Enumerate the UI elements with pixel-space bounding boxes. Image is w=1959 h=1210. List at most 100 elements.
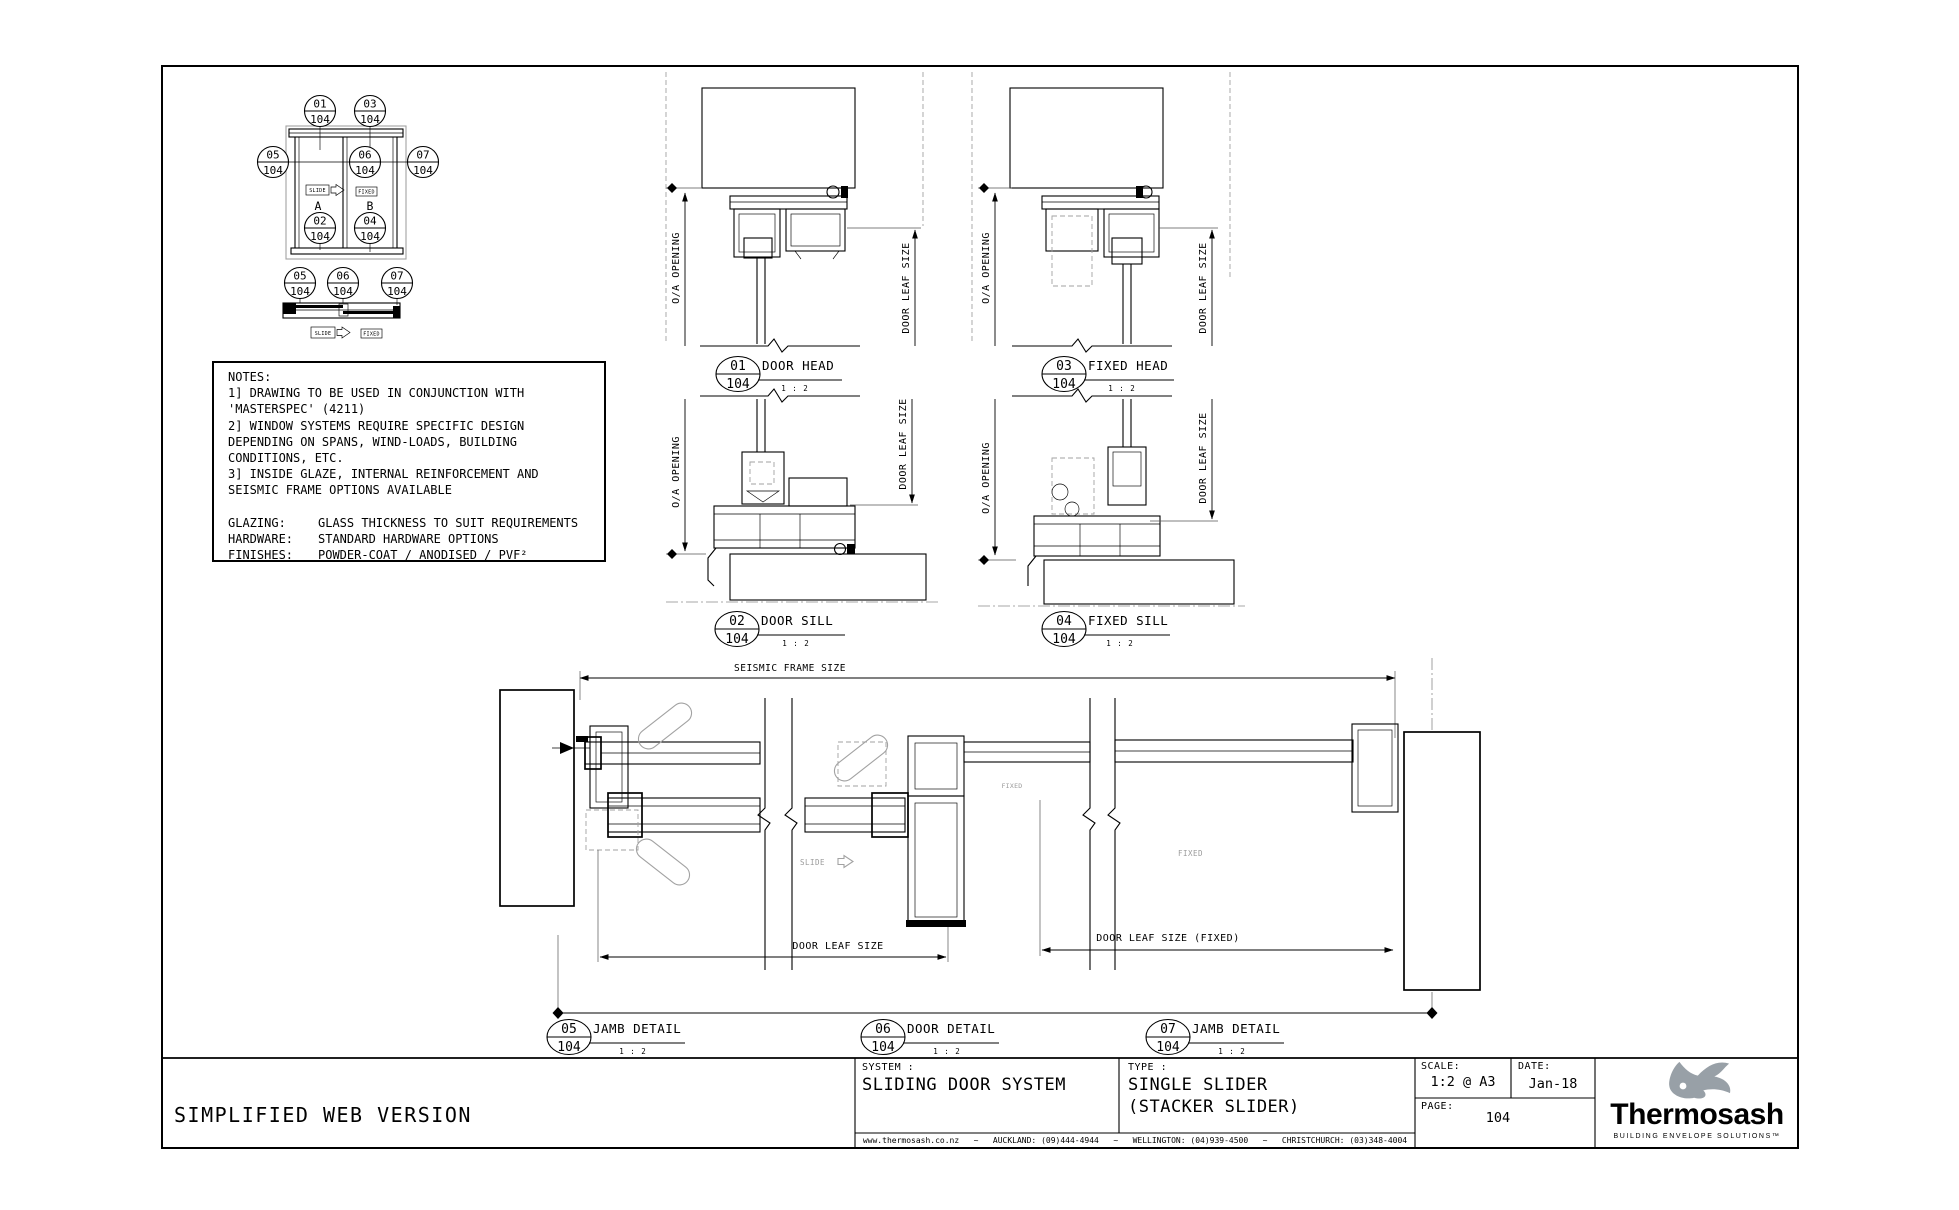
callout-sheet: 104 bbox=[263, 164, 283, 177]
detail-label-01: 01 104 DOOR HEAD 1 : 2 bbox=[715, 355, 842, 393]
notes-title: NOTES: bbox=[228, 370, 272, 384]
detail-label-07: 07 104 JAMB DETAIL 1 : 2 bbox=[1145, 1018, 1284, 1056]
detail-scale: 1 : 2 bbox=[933, 1047, 961, 1056]
detail-title: DOOR DETAIL bbox=[907, 1021, 995, 1036]
dim-label-oa-opening: O/A OPENING bbox=[671, 232, 682, 304]
system-label: SYSTEM : bbox=[862, 1062, 915, 1073]
detail-number: 07 bbox=[1160, 1022, 1176, 1037]
scale-label: SCALE: bbox=[1421, 1061, 1461, 1072]
type-value-line1: SINGLE SLIDER bbox=[1128, 1075, 1268, 1095]
logo-brand: Thermosash bbox=[1610, 1098, 1783, 1131]
thermosash-bird-icon bbox=[1669, 1061, 1731, 1099]
notes-box: NOTES: 1] DRAWING TO BE USED IN CONJUNCT… bbox=[212, 361, 606, 562]
plan-strip-slide-tag: SLIDE bbox=[315, 331, 332, 337]
dim-label-seismic-frame-size: SEISMIC FRAME SIZE bbox=[734, 663, 846, 674]
callout-number: 07 bbox=[390, 270, 403, 283]
dim-label-door-leaf-size-fixed: DOOR LEAF SIZE (FIXED) bbox=[1096, 933, 1239, 944]
callout-04: 04 104 bbox=[353, 211, 387, 245]
detail-number: 04 bbox=[1056, 614, 1072, 629]
detail-label-06: 06 104 DOOR DETAIL 1 : 2 bbox=[860, 1018, 999, 1056]
date-label: DATE: bbox=[1518, 1061, 1551, 1072]
elevation-diagram: SLIDE FIXED A B SLIDE FIXED bbox=[282, 125, 407, 339]
handle-ghost bbox=[833, 734, 889, 782]
detail-title: DOOR SILL bbox=[761, 613, 833, 628]
detail-label-03: 03 104 FIXED HEAD 1 : 2 bbox=[1041, 355, 1174, 393]
detail-title: JAMB DETAIL bbox=[593, 1021, 681, 1036]
panel-a-label: A bbox=[315, 199, 322, 213]
detail-scale: 1 : 2 bbox=[782, 639, 810, 648]
notes-spec-row: GLAZING: GLASS THICKNESS TO SUIT REQUIRE… bbox=[228, 515, 604, 531]
elevation-fixed-tag: FIXED bbox=[358, 190, 375, 196]
detail-labels: 01 104 DOOR HEAD 1 : 2 03 104 FIXED HEAD… bbox=[546, 355, 1284, 1056]
plan-door-detail: FIXED SLIDE bbox=[800, 734, 1091, 927]
callout-number: 02 bbox=[313, 215, 326, 228]
dim-label-door-leaf-size: DOOR LEAF SIZE bbox=[901, 242, 912, 333]
dim-label-oa-opening: O/A OPENING bbox=[671, 436, 682, 508]
plan-slide-tag: SLIDE bbox=[800, 858, 825, 867]
scale-value: 1:2 @ A3 bbox=[1430, 1074, 1496, 1090]
system-value: SLIDING DOOR SYSTEM bbox=[862, 1075, 1066, 1095]
callout-number: 04 bbox=[363, 215, 377, 228]
callout-sheet: 104 bbox=[387, 285, 407, 298]
detail-door-sill-drawing: O/A OPENING DOOR LEAF SIZE bbox=[666, 388, 940, 603]
detail-sheet-number: 104 bbox=[726, 377, 750, 392]
contact-strip: www.thermosash.co.nz ~ AUCKLAND: (09)444… bbox=[862, 1136, 1408, 1145]
callout-number: 06 bbox=[358, 149, 371, 162]
page-value: 104 bbox=[1485, 1110, 1511, 1126]
detail-title: FIXED HEAD bbox=[1088, 358, 1168, 373]
callout-sheet: 104 bbox=[290, 285, 310, 298]
detail-scale: 1 : 2 bbox=[1106, 639, 1134, 648]
notes-line: 'MASTERSPEC' (4211) bbox=[228, 402, 366, 417]
break-line bbox=[1107, 698, 1121, 970]
dim-label-door-leaf-size: DOOR LEAF SIZE bbox=[1198, 412, 1209, 503]
detail-scale: 1 : 2 bbox=[1218, 1047, 1246, 1056]
callout-03: 03 104 bbox=[353, 94, 387, 128]
page-label: PAGE: bbox=[1421, 1101, 1454, 1112]
slide-arrow-icon bbox=[330, 183, 345, 197]
sheet-frame bbox=[161, 65, 1799, 1149]
dim-label-door-leaf-size: DOOR LEAF SIZE bbox=[792, 941, 883, 952]
bird-eye-dot bbox=[1679, 1082, 1687, 1090]
detail-scale: 1 : 2 bbox=[1108, 384, 1136, 393]
detail-sheet-number: 104 bbox=[557, 1040, 581, 1055]
logo-tagline: BUILDING ENVELOPE SOLUTIONS™ bbox=[1614, 1133, 1781, 1140]
elevation-slide-tag: SLIDE bbox=[309, 188, 326, 194]
dim-diamond-marker bbox=[667, 549, 677, 559]
detail-sheet-number: 104 bbox=[871, 1040, 895, 1055]
detail-fixed-sill-drawing: O/A OPENING DOOR LEAF SIZE bbox=[978, 388, 1245, 607]
spec-label: HARDWARE: bbox=[228, 531, 294, 546]
title-block-lines bbox=[162, 1057, 1798, 1148]
callout-number: 01 bbox=[313, 98, 326, 111]
plan-jamb-left bbox=[499, 689, 761, 907]
detail-title: JAMB DETAIL bbox=[1192, 1021, 1280, 1036]
slide-arrow-icon bbox=[336, 326, 351, 339]
callout-sheet: 104 bbox=[355, 164, 375, 177]
plan-fixed-tag: FIXED bbox=[1178, 849, 1203, 858]
notes-line: 3] INSIDE GLAZE, INTERNAL REINFORCEMENT … bbox=[228, 467, 539, 482]
dim-diamond-marker bbox=[979, 183, 989, 193]
date-value: Jan-18 bbox=[1528, 1076, 1578, 1092]
dim-label-oa-opening: O/A OPENING bbox=[981, 442, 992, 514]
detail-label-05: 05 104 JAMB DETAIL 1 : 2 bbox=[546, 1018, 685, 1056]
notes-spec-row: FINISHES: POWDER-COAT / ANODISED / PVF² bbox=[228, 547, 604, 563]
callout-plan-05: 05 104 bbox=[283, 266, 317, 300]
dim-label-oa-opening: O/A OPENING bbox=[981, 232, 992, 304]
callout-number: 07 bbox=[416, 149, 429, 162]
notes-line: DEPENDING ON SPANS, WIND-LOADS, BUILDING bbox=[228, 434, 517, 449]
dim-diamond-marker bbox=[979, 555, 989, 565]
callout-sheet: 104 bbox=[310, 230, 330, 243]
callout-sheet: 104 bbox=[360, 113, 380, 126]
dim-label-door-leaf-size: DOOR LEAF SIZE bbox=[1198, 242, 1209, 333]
dim-diamond-marker bbox=[552, 1007, 564, 1019]
detail-door-head-drawing: O/A OPENING DOOR LEAF SIZE bbox=[665, 72, 973, 353]
detail-sheet-number: 104 bbox=[725, 632, 749, 647]
type-label: TYPE : bbox=[1128, 1062, 1168, 1073]
plan-fixed-tag: FIXED bbox=[1001, 782, 1022, 790]
plan-strip-fixed-tag: FIXED bbox=[363, 332, 380, 338]
plan-jamb-right: FIXED bbox=[1114, 723, 1481, 991]
detail-title: FIXED SILL bbox=[1088, 613, 1168, 628]
detail-fixed-head-drawing: O/A OPENING DOOR LEAF SIZE bbox=[978, 72, 1231, 353]
spec-value: STANDARD HARDWARE OPTIONS bbox=[318, 531, 499, 546]
callout-sheet: 104 bbox=[333, 285, 353, 298]
callout-plan-07: 07 104 bbox=[380, 266, 414, 300]
